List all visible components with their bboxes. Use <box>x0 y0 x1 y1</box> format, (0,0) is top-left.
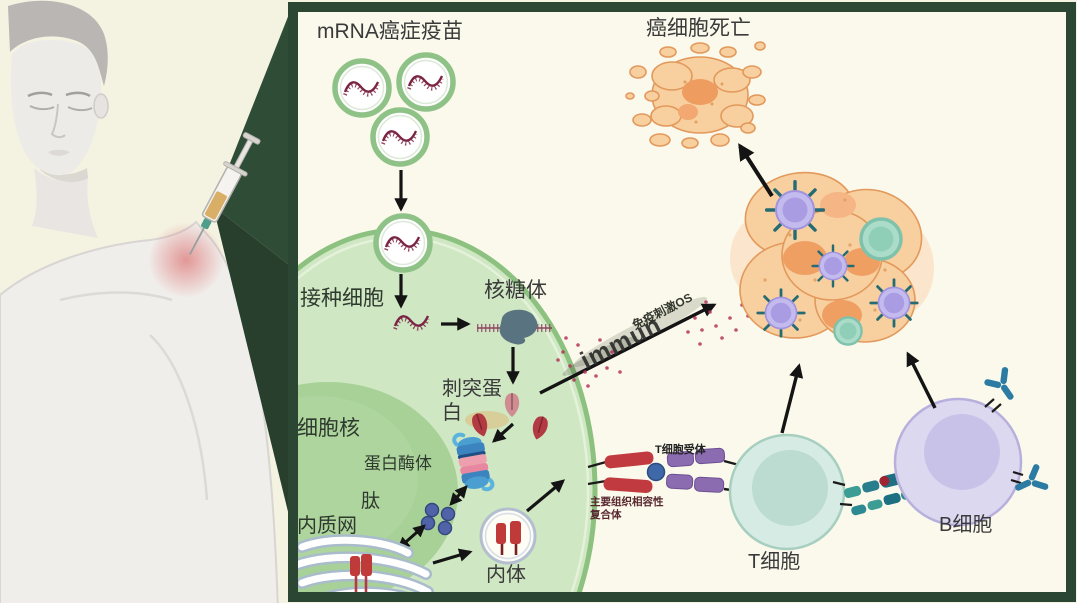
teal-immune-cell <box>859 217 903 261</box>
cancer-speckles <box>763 198 887 322</box>
label-vaccinated-cell: 接种细胞 <box>300 287 384 310</box>
tumor-infiltrating-lymphocyte <box>810 243 856 289</box>
label-endosome: 内体 <box>486 564 526 586</box>
mhc-complex <box>603 451 666 493</box>
lnp-particle <box>335 61 389 115</box>
label-tcr: T细胞受体 <box>655 444 706 456</box>
arrow-endosome-to-membrane <box>525 479 566 513</box>
dead-cancer-cell <box>625 41 766 149</box>
cancer-death-title: 癌细胞死亡 <box>646 17 751 40</box>
arrow-er-to-endosome <box>432 548 473 565</box>
arrow-immune-stimulation <box>539 303 717 395</box>
label-nucleus: 细胞核 <box>297 417 360 440</box>
label-spike-protein: 刺突蛋白 <box>442 378 502 424</box>
arrow-proteasome-to-peptide <box>449 485 468 506</box>
vaccine-title: mRNA癌症疫苗 <box>317 20 463 43</box>
panel-border <box>288 2 1076 602</box>
arrow-tumor-to-death <box>738 143 774 198</box>
lnp-particle <box>399 55 453 109</box>
tumor-infiltrating-lymphocyte <box>755 287 807 339</box>
ribosome-icon <box>499 309 538 345</box>
label-proteasome: 蛋白酶体 <box>364 454 432 473</box>
teal-immune-cell <box>833 316 863 346</box>
right-edge <box>1077 0 1080 612</box>
label-ribosome: 核糖体 <box>484 279 547 302</box>
label-er: 内质网 <box>297 515 357 537</box>
arrow-spike-to-proteasome <box>491 422 515 443</box>
label-b-cell: B细胞 <box>939 514 993 536</box>
immunostimulant-dots <box>556 300 750 388</box>
arrow-bcell-to-tumor <box>906 351 937 409</box>
er-spike-protein <box>350 554 372 596</box>
ribosome-translation <box>477 309 552 345</box>
b-cell <box>893 364 1052 527</box>
label-mhc: 主要组织相容性复合体 <box>590 496 664 522</box>
arrow-tcell-to-tumor <box>780 363 804 434</box>
tumor-infiltrating-lymphocyte <box>868 277 920 329</box>
tumor-cluster <box>730 171 934 346</box>
tumor-infiltrating-lymphocyte <box>764 179 826 241</box>
label-peptide: 肽 <box>361 491 381 512</box>
lnp-particle <box>373 110 427 164</box>
person-illustration <box>0 0 280 612</box>
injection-site-glow <box>148 222 224 298</box>
syringe-icon <box>189 132 261 255</box>
t-b-receptor-chains <box>832 456 917 516</box>
tcr-complex <box>666 447 726 493</box>
immunostimulation-path <box>539 297 750 395</box>
endosome-icon <box>479 507 537 565</box>
bottom-edge <box>0 603 1080 612</box>
spike-proteins <box>465 392 551 443</box>
label-t-cell: T细胞 <box>748 551 801 573</box>
proteasome-icon <box>452 432 495 492</box>
lnp-entering-cell <box>376 216 430 270</box>
t-cell <box>728 433 846 551</box>
